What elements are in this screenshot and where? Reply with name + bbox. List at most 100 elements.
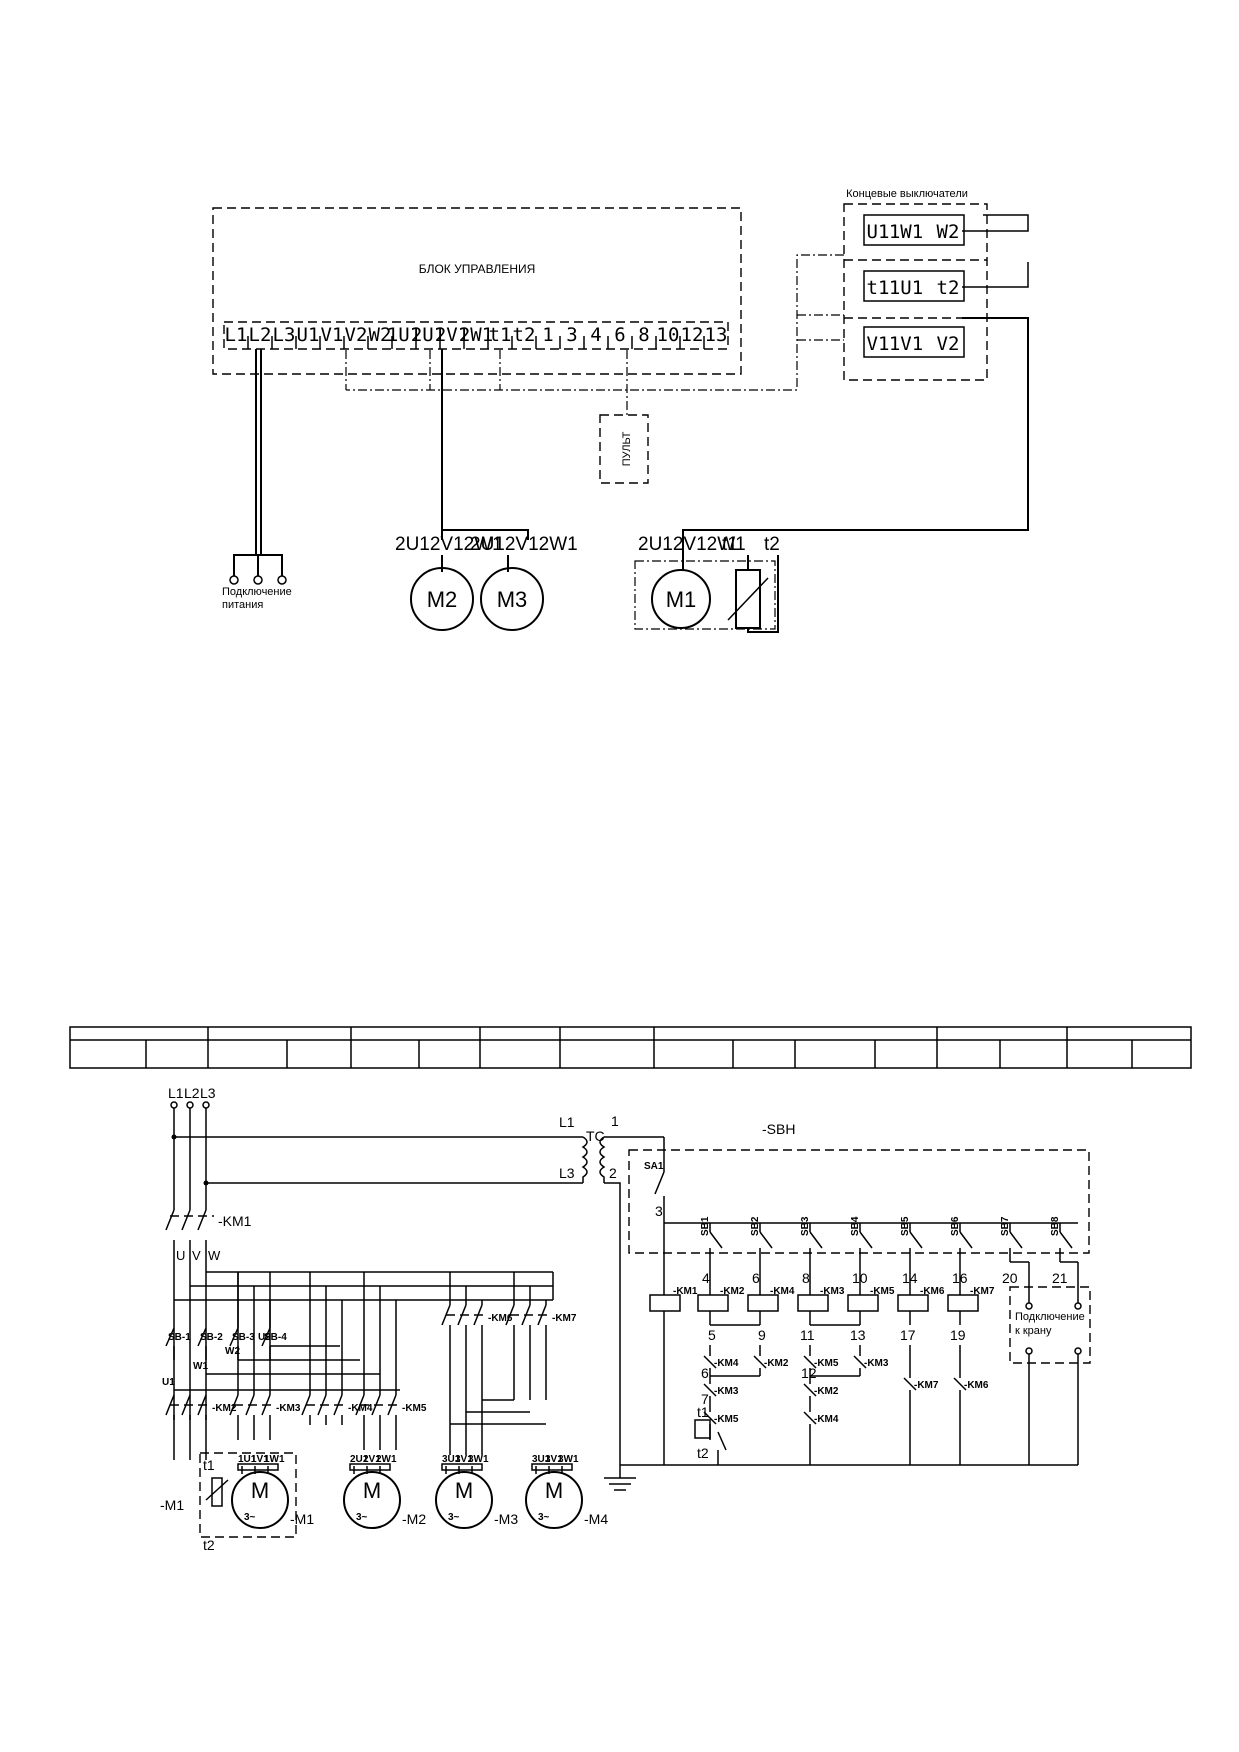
km1-contact <box>197 1209 207 1231</box>
node-label: 4 <box>702 1270 710 1286</box>
m1-t1-label: t1 <box>722 534 738 555</box>
main-phases: L1 L2 L3 -KM1 U V W <box>165 1085 583 1420</box>
sb-contact <box>1009 1231 1023 1249</box>
sb-contact <box>709 1231 723 1249</box>
terminal-label: t2 <box>513 324 536 346</box>
selector-label: SB-2 <box>200 1332 223 1343</box>
title-table <box>69 1026 1192 1069</box>
terminal-label: 8 <box>638 324 649 346</box>
thermal-label: t2 <box>697 1445 709 1461</box>
interlock-contact <box>903 1377 917 1391</box>
sb-label: SB6 <box>950 1216 961 1236</box>
phase-w-label: W <box>208 1248 221 1263</box>
remote-label: ПУЛЬТ <box>621 431 633 466</box>
switch-terminal-label: U1 <box>867 221 890 243</box>
terminal-label: 2U1 <box>411 324 445 346</box>
coil-label: -KM2 <box>720 1286 745 1297</box>
motor-label: M <box>545 1478 563 1503</box>
tc-out-1: 1 <box>611 1113 619 1129</box>
interlock-label: -KM3 <box>864 1358 889 1369</box>
node-label: 19 <box>950 1327 966 1343</box>
power-terminal <box>229 575 239 585</box>
motor-terminal-box <box>531 1463 573 1471</box>
tc-out-2: 2 <box>609 1165 617 1181</box>
sb-label: SB8 <box>1050 1216 1061 1236</box>
motor <box>525 1471 583 1529</box>
terminal-label: 10 <box>657 324 680 346</box>
power-label-line1: Подключение <box>222 586 292 598</box>
node-label: 8 <box>802 1270 810 1286</box>
node-label: 20 <box>1002 1270 1018 1286</box>
m1-tag-left: -M1 <box>160 1497 184 1513</box>
crane-label-1: Подключение <box>1015 1311 1085 1323</box>
m3-terminal-labels: 2U12V12W1 <box>470 534 578 555</box>
wire-label: U2 <box>258 1332 271 1343</box>
motor-terminal-label: 2U1 <box>350 1454 369 1465</box>
wire-label: W2 <box>225 1346 240 1357</box>
sb-label: SB1 <box>700 1216 711 1236</box>
coil <box>847 1294 879 1312</box>
switch-terminal-label: W2 <box>937 221 960 243</box>
motor <box>231 1471 289 1529</box>
node-label: 6 <box>752 1270 760 1286</box>
contactor-label: -KM4 <box>348 1403 373 1414</box>
sb-label: SB4 <box>850 1216 861 1236</box>
coil <box>697 1294 729 1312</box>
motor-terminal-label: 3W1 <box>468 1454 489 1465</box>
interlock-label: -KM6 <box>964 1380 989 1391</box>
switch-block <box>863 326 965 358</box>
node-label: 5 <box>708 1327 716 1343</box>
terminal-label: 2W1 <box>459 324 493 346</box>
motor-terminal-label: 2W1 <box>376 1454 397 1465</box>
interlock-contact <box>853 1355 867 1369</box>
terminal-label: 6 <box>614 324 625 346</box>
km1-label: -KM1 <box>218 1213 252 1229</box>
motor-terminal-label: 1W1 <box>264 1454 285 1465</box>
node-label: 7 <box>701 1391 709 1407</box>
interlock-contact <box>953 1377 967 1391</box>
switch-terminal-label: 1U1 <box>889 277 923 299</box>
motor-label: M <box>363 1478 381 1503</box>
switch-terminal-label: V1 <box>867 333 890 355</box>
interlock-label: -KM2 <box>814 1386 839 1397</box>
switch-terminal-label: t1 <box>867 277 890 299</box>
sb-contact <box>1059 1231 1073 1249</box>
contactor-label: -KM3 <box>276 1403 301 1414</box>
phase-l1: L1 <box>168 1085 184 1101</box>
km1-contact <box>181 1209 191 1231</box>
contactor-label: -KM7 <box>552 1313 577 1324</box>
switch-block <box>863 214 965 246</box>
motor-terminal-label: 2V1 <box>363 1454 381 1465</box>
sbh-label: -SBH <box>762 1121 795 1137</box>
node-label: 9 <box>758 1327 766 1343</box>
interlock-contact <box>803 1355 817 1369</box>
motor-terminal-box <box>349 1463 391 1471</box>
sb-label: SB7 <box>1000 1216 1011 1236</box>
motor <box>343 1471 401 1529</box>
switch-terminal-label: 1W1 <box>889 221 923 243</box>
tc-in-l1: L1 <box>559 1114 575 1130</box>
interlock-label: -KM5 <box>814 1358 839 1369</box>
terminal-label: U1 <box>297 324 320 346</box>
selector-label: SB-3 <box>232 1332 255 1343</box>
m1-terminal-labels: 2U12V12W1 <box>638 534 746 555</box>
m2-terminal-labels: 2U12V12W1 <box>395 534 503 555</box>
crane-label-2: к крану <box>1015 1325 1052 1337</box>
selector-contact <box>261 1327 271 1347</box>
interlock-label: -KM4 <box>714 1358 739 1369</box>
remote-box: ПУЛЬТ <box>599 414 649 484</box>
power-terminal <box>253 575 263 585</box>
m1-therm-label: t1 <box>203 1457 215 1473</box>
node-label: 6 <box>701 1365 709 1381</box>
interlock-contact <box>703 1411 717 1425</box>
motor-m1-frame <box>199 1452 297 1538</box>
node-label: 13 <box>850 1327 866 1343</box>
motor-terminal-label: 3V1 <box>545 1454 563 1465</box>
motor-m3 <box>480 567 544 631</box>
return-bus <box>604 1464 1078 1491</box>
phase-v-label: V <box>192 1248 201 1263</box>
wire-label: U1 <box>162 1377 175 1388</box>
